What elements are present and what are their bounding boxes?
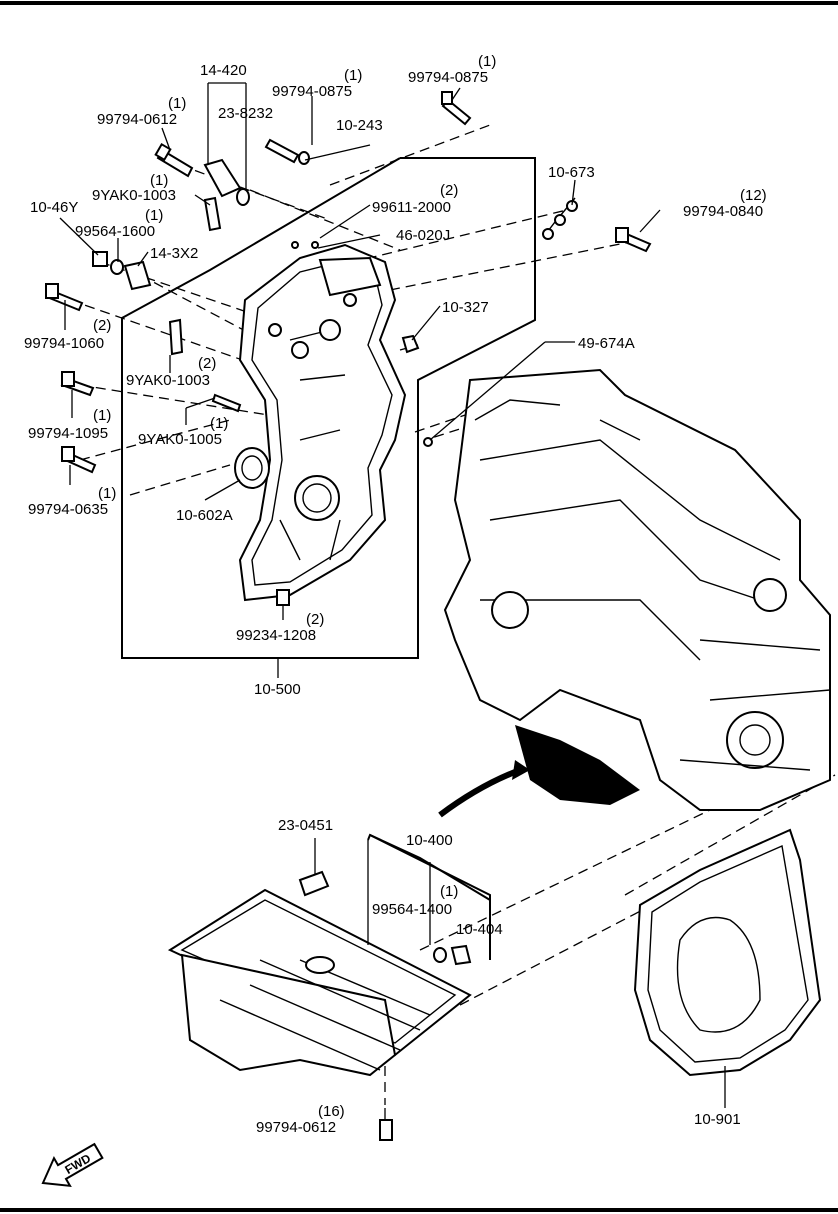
callout-c29-qty: (16) (318, 1103, 345, 1120)
callout-c4-code: 99794-0875 (408, 69, 488, 86)
oil-level-sensor (298, 870, 330, 897)
callout-c28-code: 10-404 (456, 921, 503, 938)
callout-c23-qty: (2) (306, 611, 324, 628)
callout-c5-qty: (1) (168, 95, 186, 112)
callout-c2-code: 23-8232 (218, 105, 273, 122)
callout-c14-code: 14-3X2 (150, 245, 198, 262)
callout-c25-code: 23-0451 (278, 817, 333, 834)
callout-c3-qty: (1) (344, 67, 362, 84)
front-oil-seal (234, 447, 270, 489)
timing-cover (238, 243, 407, 602)
callout-c21-qty: (1) (98, 485, 116, 502)
callout-c18-qty: (2) (198, 355, 216, 372)
callout-c20-qty: (1) (210, 415, 228, 432)
callout-c9-qty: (2) (440, 182, 458, 199)
location-arrow (438, 767, 522, 818)
callout-c16-code: 99794-1060 (24, 335, 104, 352)
callout-c18-code: 9YAK0-1003 (126, 372, 210, 389)
forward-arrow-icon: FWD (41, 1142, 104, 1188)
callout-c7-code: 9YAK0-1003 (92, 187, 176, 204)
rear-plate (633, 828, 822, 1077)
engine-block (443, 368, 831, 811)
callout-c3-code: 99794-0875 (272, 83, 352, 100)
callout-c17-code: 49-674A (578, 335, 635, 352)
callout-c4-qty: (1) (478, 53, 496, 70)
callout-c8-code: 10-673 (548, 164, 595, 181)
oil-pan (167, 888, 472, 1077)
callout-c16-qty: (2) (93, 317, 111, 334)
callout-c1-code: 14-420 (200, 62, 247, 79)
callout-c20-code: 9YAK0-1005 (138, 431, 222, 448)
cover-group-frame (121, 157, 536, 659)
callout-c26-code: 10-400 (406, 832, 453, 849)
callout-c13-code: 46-020J (396, 227, 450, 244)
callout-c15-code: 10-327 (442, 299, 489, 316)
leader-lines (59, 82, 661, 1120)
callout-c24-code: 10-500 (254, 681, 301, 698)
callout-c10-qty: (12) (740, 187, 767, 204)
callout-c22-code: 10-602A (176, 507, 233, 524)
callout-c6-code: 10-243 (336, 117, 383, 134)
callout-c9-code: 99611-2000 (372, 199, 451, 216)
callout-c30-code: 10-901 (694, 1111, 741, 1128)
fasteners (45, 91, 652, 606)
callout-c23-code: 99234-1208 (236, 627, 316, 644)
callout-c27-code: 99564-1400 (372, 901, 452, 918)
oil-pan-highlight (515, 725, 640, 805)
callout-labels: 14-420 23-8232 (1) 99794-0875 (1) 99794-… (24, 53, 767, 1136)
callout-c11-code: 10-46Y (30, 199, 78, 216)
callout-c12-qty: (1) (145, 207, 163, 224)
callout-c10-code: 99794-0840 (683, 203, 763, 220)
callout-c12-code: 99564-1600 (75, 223, 155, 240)
callout-c5-code: 99794-0612 (97, 111, 177, 128)
callout-c29-code: 99794-0612 (256, 1119, 336, 1136)
callout-c19-qty: (1) (93, 407, 111, 424)
callout-c21-code: 99794-0635 (28, 501, 108, 518)
callout-c27-qty: (1) (440, 883, 458, 900)
callout-c19-code: 99794-1095 (28, 425, 108, 442)
callout-c7-qty: (1) (150, 172, 168, 189)
